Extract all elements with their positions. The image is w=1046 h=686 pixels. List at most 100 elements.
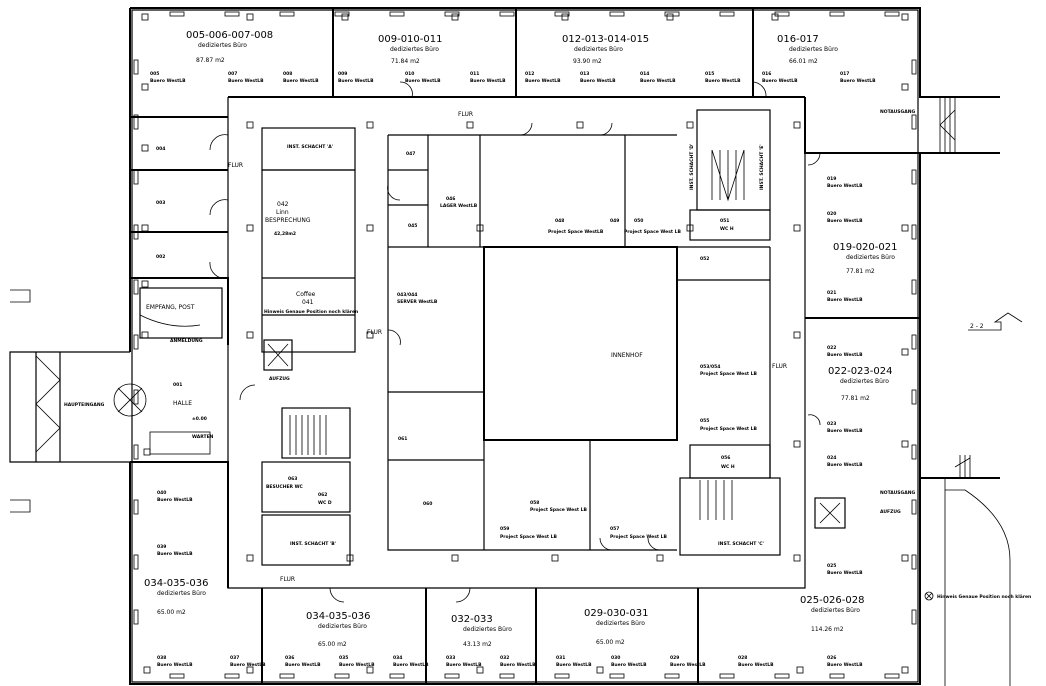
column (596, 666, 604, 674)
window (169, 673, 185, 679)
room-haupteingang: HAUPTEINGANG (64, 402, 105, 408)
office-type: Buero WestLB (827, 352, 863, 358)
window (133, 554, 139, 570)
column (366, 224, 374, 232)
window (911, 114, 917, 130)
flur-label: FLUR (280, 576, 295, 583)
window (911, 224, 917, 240)
structural-columns (141, 13, 909, 674)
office-number: 038 (157, 655, 166, 661)
left-column-walls (113, 116, 920, 684)
column (143, 448, 151, 456)
room-050: 050 (634, 218, 643, 224)
column (141, 144, 149, 152)
column (901, 348, 909, 356)
office-type: Buero WestLB (405, 78, 441, 84)
suite-area: 77.81 m2 (841, 395, 870, 402)
suite-id: 009-010-011 (378, 34, 442, 45)
room-003: 003 (156, 200, 165, 206)
office-type: Buero WestLB (827, 662, 863, 668)
column (141, 280, 149, 288)
room-warten: WARTEN (192, 434, 214, 440)
column (793, 440, 801, 448)
window (829, 673, 845, 679)
room-052: 052 (700, 256, 709, 262)
window (719, 11, 735, 17)
column (246, 331, 254, 339)
room-041: 041 (302, 299, 314, 306)
office-number: 034 (393, 655, 402, 661)
office-type: Buero WestLB (525, 78, 561, 84)
column (341, 13, 349, 21)
column (476, 666, 484, 674)
window (279, 673, 295, 679)
window (133, 499, 139, 515)
window (911, 554, 917, 570)
window (133, 114, 139, 130)
suite-type: dediziertes Büro (789, 46, 838, 53)
window (224, 673, 240, 679)
office-number: 019 (827, 176, 836, 182)
column (901, 666, 909, 674)
hinweis-marker: Hinweis Genaue Position noch klären (924, 591, 1031, 601)
room-empfang: EMPFANG, POST (146, 304, 195, 311)
window (133, 609, 139, 625)
office-type: Buero WestLB (157, 551, 193, 557)
room-051-wc: WC H (720, 226, 734, 232)
room-halle: HALLE (173, 400, 192, 407)
office-number: 017 (840, 71, 849, 77)
column (246, 224, 254, 232)
suite-022-024: 022-023-024 dediziertes Büro 77.81 m2 (828, 366, 892, 402)
column (346, 554, 354, 562)
suite-id: 032-033 (451, 614, 493, 625)
room-050-label: Project Space West LB (624, 229, 681, 235)
office-type: Buero WestLB (640, 78, 676, 84)
column (141, 13, 149, 21)
window (334, 11, 350, 17)
window (554, 673, 570, 679)
office-type: Buero WestLB (283, 78, 319, 84)
office-type: Buero WestLB (230, 662, 266, 668)
office-type: Buero WestLB (470, 78, 506, 84)
column (793, 331, 801, 339)
schacht-a: INST. SCHACHT 'A' (287, 144, 333, 150)
room-058: 058 (530, 500, 539, 506)
column (576, 121, 584, 129)
flur-label: FLUR (367, 329, 382, 336)
window (911, 444, 917, 460)
room-053-054: 053/054 (700, 364, 720, 370)
office-number: 029 (670, 655, 679, 661)
suite-019-021: 019-020-021 dediziertes Büro 77.81 m2 (833, 242, 897, 275)
marker-x-icon (924, 591, 934, 601)
suite-id: 019-020-021 (833, 242, 897, 253)
office-type: Buero WestLB (762, 78, 798, 84)
office-number: 033 (446, 655, 455, 661)
office-type: Buero WestLB (827, 428, 863, 434)
office-type: Buero WestLB (827, 462, 863, 468)
schacht-c: INST. SCHACHT 'C' (718, 541, 764, 547)
column (246, 121, 254, 129)
window (664, 11, 680, 17)
room-057-label: Project Space West LB (610, 534, 667, 540)
office-type: Buero WestLB (827, 183, 863, 189)
suite-area: 65.00 m2 (157, 609, 186, 616)
office-type: Buero WestLB (393, 662, 429, 668)
window (133, 59, 139, 75)
column (793, 224, 801, 232)
suite-id: 034-035-036 (306, 611, 370, 622)
office-type: Buero WestLB (157, 497, 193, 503)
column (656, 554, 664, 562)
